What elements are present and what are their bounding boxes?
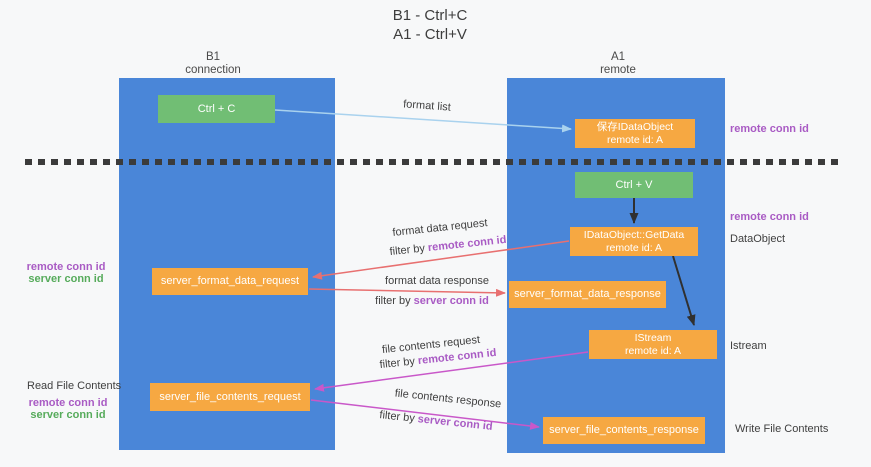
write-file-contents-annotation: Write File Contents — [735, 423, 829, 435]
read-file-contents-annotation: Read File Contents — [27, 380, 122, 392]
server-file-contents-request-label: server_file_contents_request — [159, 390, 301, 403]
remote-conn-id-text: remote conn id — [427, 233, 507, 255]
ctrl-v-box: Ctrl + V — [575, 172, 693, 198]
istream-box: IStream remote id: A — [589, 330, 717, 359]
save-idataobject-line2: remote id: A — [606, 133, 664, 146]
idataobject-getdata-line1: IDataObject::GetData — [583, 228, 685, 241]
left-lower-conn-id-group: remote conn id server conn id — [22, 397, 114, 421]
phase-separator-dashed-line — [25, 159, 838, 165]
left-column-subtitle: connection — [185, 64, 241, 76]
left-upper-conn-id-group: remote conn id server conn id — [22, 261, 110, 285]
idataobject-getdata-line2: remote id: A — [605, 241, 663, 254]
left-column-header: B1 connection — [153, 51, 273, 77]
server-conn-id-text: server conn id — [417, 413, 494, 433]
istream-annotation: Istream — [730, 340, 767, 352]
server-format-data-response-box: server_format_data_response — [509, 281, 666, 308]
ctrl-c-box: Ctrl + C — [158, 95, 275, 123]
title-line-2: A1 - Ctrl+V — [393, 26, 467, 43]
right-column-subtitle: remote — [600, 64, 636, 76]
server-file-contents-request-box: server_file_contents_request — [150, 383, 310, 411]
save-idataobject-box: 保存IDataObject remote id: A — [575, 119, 695, 148]
istream-line1: IStream — [634, 331, 672, 344]
filter-by-text: filter by — [378, 409, 416, 425]
title-line-1: B1 - Ctrl+C — [392, 7, 468, 24]
server-conn-id-annotation-left-upper: server conn id — [28, 273, 104, 285]
save-idataobject-line1: 保存IDataObject — [596, 120, 674, 133]
server-file-contents-response-label: server_file_contents_response — [549, 424, 699, 436]
ctrl-v-label: Ctrl + V — [615, 178, 653, 191]
format-data-response-arrow — [308, 288, 506, 297]
format-data-response-label: format data response — [385, 275, 489, 287]
remote-conn-id-annotation-left-lower: remote conn id — [28, 397, 108, 409]
server-file-contents-response-box: server_file_contents_response — [543, 417, 705, 444]
server-format-data-request-label: server_format_data_request — [160, 275, 300, 287]
filter-by-text: filter by — [375, 295, 411, 307]
remote-conn-id-annotation-mid: remote conn id — [730, 211, 809, 223]
right-column-header: A1 remote — [558, 51, 678, 77]
server-format-data-request-box: server_format_data_request — [152, 268, 308, 295]
remote-conn-id-annotation-left-upper: remote conn id — [26, 261, 106, 273]
diagram-title: B1 - Ctrl+C A1 - Ctrl+V — [330, 6, 530, 44]
server-format-data-response-label: server_format_data_response — [514, 288, 661, 300]
idataobject-getdata-box: IDataObject::GetData remote id: A — [570, 227, 698, 256]
server-conn-id-annotation-left-lower: server conn id — [30, 409, 106, 421]
remote-conn-id-annotation-top: remote conn id — [730, 123, 809, 135]
dataobject-annotation: DataObject — [730, 233, 786, 245]
filter-by-text: filter by — [379, 355, 416, 372]
right-column-name: A1 — [610, 51, 626, 63]
server-conn-id-text: server conn id — [413, 295, 489, 307]
left-column-name: B1 — [205, 51, 221, 63]
filter-by-text: filter by — [389, 242, 426, 259]
istream-line2: remote id: A — [624, 344, 682, 357]
format-list-label: format list — [402, 98, 452, 114]
ctrl-c-label: Ctrl + C — [197, 102, 236, 115]
